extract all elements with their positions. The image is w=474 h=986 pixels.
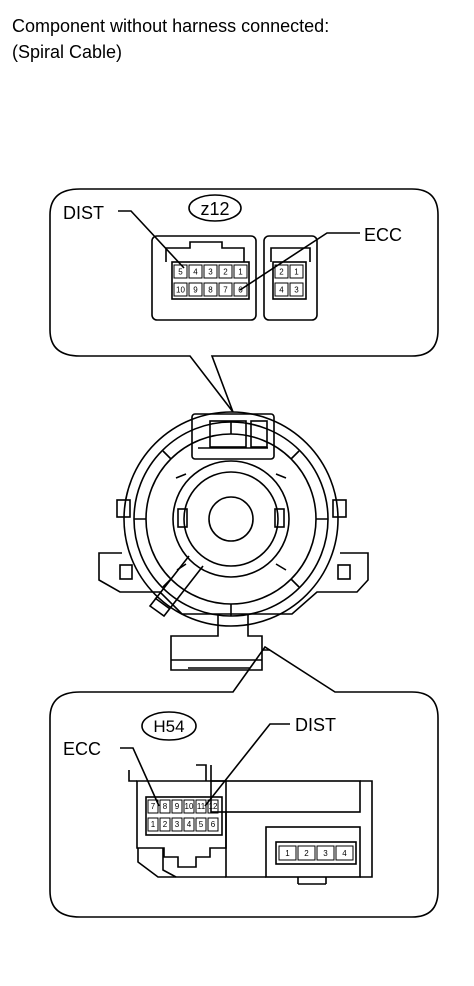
pin-number: 12 [209, 802, 218, 811]
pin-number: 4 [342, 849, 347, 858]
pin-cell [316, 845, 335, 861]
dist-leader-line-bottom [204, 723, 290, 807]
pin-number: 8 [208, 285, 213, 294]
ecc-leader-line-bottom [120, 747, 160, 807]
pin-cell [188, 264, 203, 279]
pin-number: 2 [279, 267, 284, 276]
pin-number: 3 [208, 267, 213, 276]
pin-cell [207, 817, 219, 832]
pin-number: 9 [193, 285, 198, 294]
pin-number: 5 [178, 267, 183, 276]
pin-cell [233, 264, 248, 279]
pin-cell [195, 799, 207, 814]
pin-cell [171, 817, 183, 832]
spiral-cable-bottom-connector [170, 614, 263, 671]
pin-number: 10 [185, 802, 194, 811]
dist-leader-line [118, 210, 185, 269]
pin-cell [203, 264, 218, 279]
top-connector-id-badge [188, 194, 242, 222]
pin-cell [207, 799, 219, 814]
pin-number: 3 [294, 285, 299, 294]
pin-cell [159, 817, 171, 832]
pin-cell [289, 282, 304, 297]
pin-number: 9 [175, 802, 180, 811]
spiral-cable-outer-ring [123, 411, 339, 627]
pin-cell [289, 264, 304, 279]
pin-number: 4 [193, 267, 198, 276]
pin-cell [195, 817, 207, 832]
pin-cell [159, 799, 171, 814]
pin-number: 3 [175, 820, 180, 829]
pin-cell [183, 817, 195, 832]
pin-cell [203, 282, 218, 297]
pin-cell [233, 282, 248, 297]
pin-number: 2 [304, 849, 309, 858]
pin-number: 10 [176, 285, 185, 294]
pin-cell [274, 264, 289, 279]
pin-cell [183, 799, 195, 814]
pin-number: 6 [238, 285, 243, 294]
pin-number: 4 [187, 820, 192, 829]
pin-cell [335, 845, 354, 861]
ecc-connector-housing [263, 235, 318, 321]
pin-number: 11 [197, 802, 206, 811]
pin-number: 1 [151, 820, 156, 829]
spiral-cable-flange [98, 552, 369, 615]
pin-number: 3 [323, 849, 328, 858]
top-ecc-label: ECC [364, 225, 402, 245]
pin-number: 6 [211, 820, 216, 829]
pin-number: 1 [238, 267, 243, 276]
bottom-connector-id-badge [141, 711, 197, 741]
bottom-connector-id: H54 [153, 717, 184, 736]
top-dist-label: DIST [63, 203, 104, 223]
side-connector-housing [265, 826, 361, 878]
top-callout-bubble [49, 188, 439, 413]
pin-cell [173, 264, 188, 279]
bottom-ecc-label: ECC [63, 739, 101, 759]
pin-number: 7 [151, 802, 156, 811]
pin-cell [147, 817, 159, 832]
bottom-callout-bubble [49, 645, 439, 918]
pin-cell [188, 282, 203, 297]
pin-number: 1 [294, 267, 299, 276]
pin-cell [297, 845, 316, 861]
flat-cable-arm [148, 555, 204, 618]
pin-number: 1 [285, 849, 290, 858]
pin-cell [274, 282, 289, 297]
pin-number: 4 [279, 285, 284, 294]
pin-cell [171, 799, 183, 814]
pin-number: 7 [223, 285, 228, 294]
pin-number: 2 [223, 267, 228, 276]
spiral-cable-hub [208, 496, 254, 542]
header-line-2: (Spiral Cable) [12, 42, 123, 62]
spiral-cable-top-connector [191, 413, 275, 460]
pin-cell [218, 264, 233, 279]
pin-cell [173, 282, 188, 297]
pin-cell [278, 845, 297, 861]
pin-cell [147, 799, 159, 814]
header-line-1: Component without harness connected: [12, 16, 330, 36]
top-connector-id: z12 [200, 199, 229, 219]
ecc-leader-line [239, 232, 360, 291]
pin-number: 8 [163, 802, 168, 811]
pin-number: 2 [163, 820, 168, 829]
dist-connector-housing [151, 235, 257, 321]
pin-cell [218, 282, 233, 297]
bottom-dist-label: DIST [295, 715, 336, 735]
pin-number: 5 [199, 820, 204, 829]
